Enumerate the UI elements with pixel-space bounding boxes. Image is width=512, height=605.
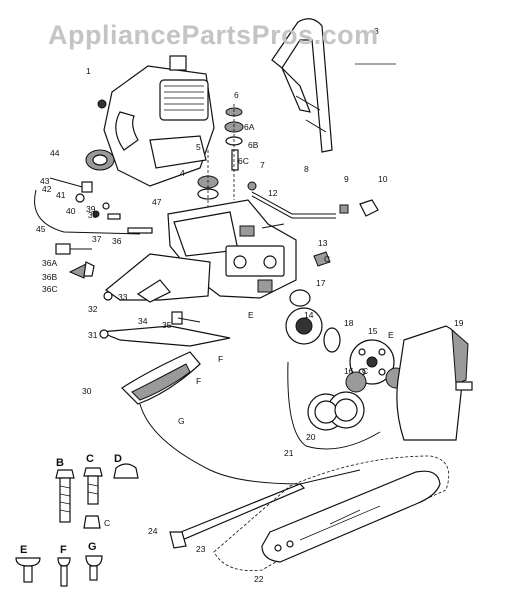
hardware-label-e: E bbox=[20, 544, 27, 556]
callout-10: 10 bbox=[378, 174, 388, 184]
part-4-5-stack bbox=[197, 150, 219, 215]
hardware-label-b: B bbox=[56, 457, 64, 469]
callout-6c: 6C bbox=[238, 156, 249, 166]
screw-g bbox=[85, 555, 103, 581]
callout-36a: 36A bbox=[42, 258, 57, 268]
callout-19: 19 bbox=[454, 318, 464, 328]
hardware-label-c: C bbox=[86, 453, 94, 465]
callout-34: 34 bbox=[138, 316, 148, 326]
callout-47: 47 bbox=[152, 197, 162, 207]
guard-30 bbox=[121, 351, 361, 485]
hardware-labels: B C D E F G bbox=[20, 453, 122, 556]
callout-42: 42 bbox=[42, 184, 52, 194]
hardware-d bbox=[113, 463, 139, 479]
callout-c: C bbox=[362, 366, 368, 376]
wrench-24 bbox=[169, 483, 306, 549]
callout-36c: 36C bbox=[42, 284, 58, 294]
sprocket-20-21 bbox=[287, 361, 381, 450]
left-hardware bbox=[34, 177, 153, 235]
part-12-13 bbox=[261, 223, 331, 267]
callout-g: G bbox=[178, 416, 185, 426]
engine-assembly bbox=[85, 55, 215, 187]
callout-c: C bbox=[324, 254, 330, 264]
bar-guide-32 bbox=[103, 253, 211, 303]
callout-20: 20 bbox=[306, 432, 316, 442]
screw-f bbox=[57, 557, 71, 587]
guide-bar-22 bbox=[261, 470, 441, 563]
callout-15: 15 bbox=[368, 326, 378, 336]
screw-e bbox=[15, 557, 41, 583]
callout-6b: 6B bbox=[248, 140, 259, 150]
callout-32: 32 bbox=[88, 304, 98, 314]
callout-3: 3 bbox=[374, 26, 379, 36]
hardware-c bbox=[83, 467, 103, 529]
callout-36: 36 bbox=[112, 236, 122, 246]
fuel-line bbox=[247, 181, 379, 219]
callout-40: 40 bbox=[66, 206, 76, 216]
hardware-label-f: F bbox=[60, 544, 67, 556]
callout-45: 45 bbox=[36, 224, 46, 234]
callout-c: C bbox=[104, 518, 110, 528]
callout-9: 9 bbox=[344, 174, 349, 184]
callout-41: 41 bbox=[56, 190, 66, 200]
callout-13: 13 bbox=[318, 238, 328, 248]
callout-6a: 6A bbox=[244, 122, 255, 132]
callout-33: 33 bbox=[118, 292, 128, 302]
watermark: AppliancePartsPros.com bbox=[48, 20, 379, 50]
callout-44: 44 bbox=[50, 148, 60, 158]
callout-21: 21 bbox=[284, 448, 294, 458]
callout-37: 37 bbox=[92, 234, 102, 244]
callout-1: 1 bbox=[86, 66, 91, 76]
callout-f: F bbox=[196, 376, 201, 386]
callout-36b: 36B bbox=[42, 272, 57, 282]
callout-14: 14 bbox=[304, 310, 314, 320]
callout-38: 38 bbox=[88, 210, 98, 220]
callout-17: 17 bbox=[316, 278, 326, 288]
bar-31 bbox=[99, 325, 231, 347]
handle-bar bbox=[271, 18, 396, 153]
hardware-b bbox=[55, 469, 75, 523]
callout-5: 5 bbox=[196, 142, 201, 152]
callout-30: 30 bbox=[82, 386, 92, 396]
hardware-label-d: D bbox=[114, 453, 122, 465]
callout-6: 6 bbox=[234, 90, 239, 100]
callout-39: 39 bbox=[86, 204, 96, 214]
callout-7: 7 bbox=[260, 160, 265, 170]
callout-12: 12 bbox=[268, 188, 278, 198]
callout-e: E bbox=[388, 330, 394, 340]
callout-22: 22 bbox=[254, 574, 264, 584]
callout-8: 8 bbox=[304, 164, 309, 174]
clutch-cover-19 bbox=[396, 325, 473, 441]
callout-31: 31 bbox=[88, 330, 98, 340]
bolts-36 bbox=[55, 243, 95, 279]
clutch-parts bbox=[285, 289, 407, 393]
callout-16: 16 bbox=[344, 366, 354, 376]
callout-43: 43 bbox=[40, 176, 50, 186]
callout-23: 23 bbox=[196, 544, 206, 554]
callout-35: 35 bbox=[162, 320, 172, 330]
part-34-35 bbox=[171, 311, 201, 325]
callout-4: 4 bbox=[180, 168, 185, 178]
callout-e: E bbox=[248, 310, 254, 320]
callout-f: F bbox=[218, 354, 223, 364]
callout-24: 24 bbox=[148, 526, 158, 536]
hardware-label-g: G bbox=[88, 541, 97, 553]
part-6-stack bbox=[224, 104, 244, 200]
callout-18: 18 bbox=[344, 318, 354, 328]
